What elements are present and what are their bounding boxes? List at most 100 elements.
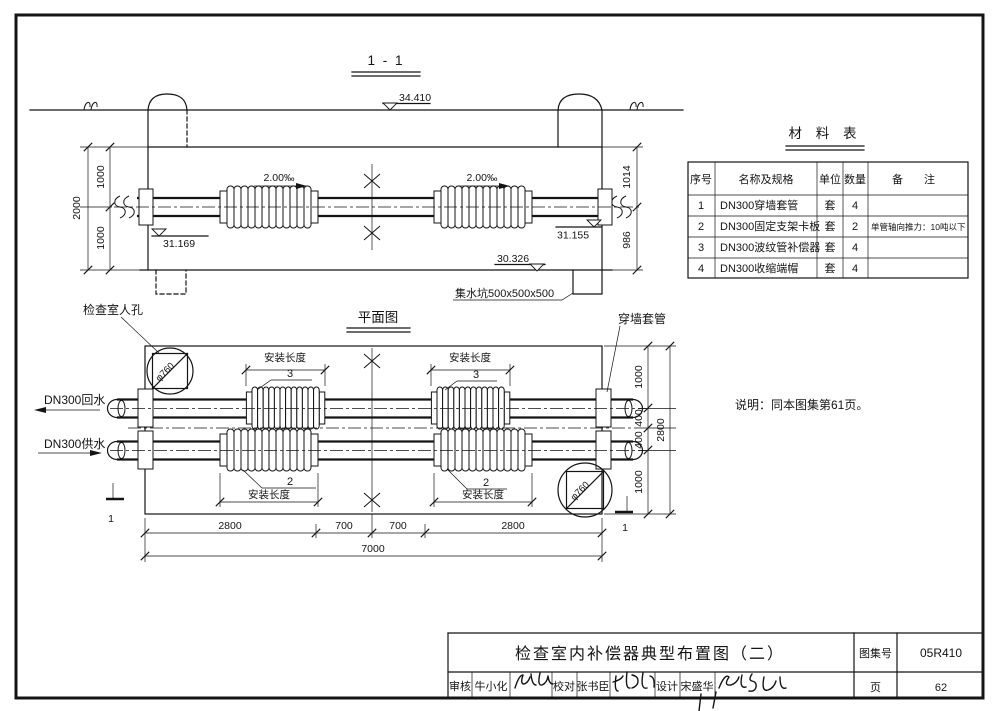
designer-label: 设计 (656, 680, 678, 693)
checker-name: 张书臣 (577, 680, 610, 693)
dim-label: 1014 (621, 165, 633, 189)
dim-label: 986 (621, 231, 633, 249)
sump-label: 集水坑500x500x500 (455, 286, 554, 300)
ground-break-icon (629, 101, 644, 111)
dim-label: 700 (389, 520, 407, 532)
cell-qty: 4 (852, 242, 858, 254)
reviewer-signature (514, 672, 554, 689)
dim-label: 2800 (218, 520, 242, 532)
cell-remark: 单管轴向推力：10吨以下 (871, 222, 966, 232)
plan-view-linework: 平面图 φ760 (106, 310, 646, 518)
bellows-compensator (219, 428, 319, 472)
elevation-floor-label: 30.326 (497, 253, 529, 265)
col-header: 单位 (819, 172, 841, 186)
table-row: 2 DN300固定支架卡板 套 2 单管轴向推力：10吨以下 (698, 219, 966, 233)
install-length-label: 安装长度 (264, 351, 306, 364)
atlas-label: 图集号 (859, 646, 892, 660)
signature-descenders (698, 691, 717, 711)
slope-label: 2.00‰ (467, 172, 498, 184)
cell-no: 1 (698, 200, 704, 212)
slope-label: 2.00‰ (264, 172, 295, 184)
elevation-mark-icon (382, 102, 398, 111)
plan-dimensions: 1000 400 400 1000 2800 2800 700 700 2800… (140, 341, 676, 562)
dim-label: 1000 (95, 226, 107, 250)
page-label: 页 (870, 682, 881, 694)
material-table-title: 材 料 表 (788, 126, 861, 141)
dim-label: 2000 (71, 196, 83, 220)
reviewer-label: 审核 (449, 679, 471, 693)
pipe-supply-label: DN300供水 (44, 437, 105, 451)
install-length-label: 安装长度 (449, 351, 491, 364)
install-length-label: 安装长度 (248, 488, 290, 501)
sump-dashed (155, 269, 187, 295)
bellows-compensator (433, 428, 533, 472)
manhole-dia-label: φ760 (154, 361, 177, 384)
sump-pit (572, 269, 603, 295)
install-length-label: 安装长度 (462, 488, 504, 501)
col-header: 序号 (690, 172, 712, 186)
drawing-title: 检查室内补偿器典型布置图（二） (515, 645, 785, 663)
section-title: 1 - 1 (367, 53, 404, 68)
wall-sleeve (595, 388, 612, 428)
dim-label: 700 (335, 520, 353, 532)
plan-title: 平面图 (358, 310, 399, 325)
dim-label: 7000 (361, 543, 385, 555)
cell-unit: 套 (825, 199, 836, 212)
dim-label: 400 (633, 409, 645, 427)
page-number: 62 (935, 682, 947, 694)
manhole-circle (557, 462, 613, 518)
callout-bellows: 3 (287, 368, 293, 380)
note-text: 说明：同本图集第61页。 (735, 397, 868, 412)
cell-no: 2 (698, 221, 704, 233)
col-header: 备 注 (892, 172, 944, 186)
cell-unit: 套 (825, 220, 836, 233)
section-view-linework: 1 - 1 (29, 53, 684, 295)
cell-name: DN300固定支架卡板 (720, 219, 820, 233)
bellows-compensator (430, 386, 511, 430)
dim-label: 2800 (501, 520, 525, 532)
cell-qty: 4 (852, 263, 858, 275)
callout-clamp: 2 (483, 477, 489, 489)
callout-clamp: 2 (287, 476, 293, 488)
section-mark-label: 1 (622, 522, 628, 534)
cell-qty: 2 (852, 221, 858, 233)
manhole-label: 检查室人孔 (83, 302, 143, 317)
col-header: 名称及规格 (739, 172, 794, 186)
dim-label: 1000 (633, 470, 645, 494)
wall-sleeve (137, 430, 154, 470)
col-header: 数量 (844, 173, 866, 186)
elevation-pipe-right-label: 31.155 (557, 230, 589, 242)
table-row: 3 DN300波纹管补偿器 套 4 (698, 240, 858, 254)
manhole-dia-label: φ760 (569, 480, 592, 503)
cell-name: DN300收缩端帽 (720, 261, 798, 275)
elevation-ground-label: 34.410 (399, 92, 431, 104)
elevation-mark-icon (151, 228, 167, 237)
cell-qty: 4 (852, 200, 858, 212)
cell-unit: 套 (825, 262, 836, 275)
cell-no: 4 (698, 263, 704, 275)
cell-name: DN300波纹管补偿器 (720, 240, 820, 254)
wall-sleeve (595, 430, 612, 470)
dim-label: 400 (633, 431, 645, 449)
cell-name: DN300穿墙套管 (720, 198, 798, 212)
cell-unit: 套 (825, 241, 836, 254)
wall-sleeve (137, 388, 154, 428)
chamber-outline (144, 345, 603, 515)
designer-name: 宋盛华 (681, 679, 714, 693)
dim-label: 1000 (633, 365, 645, 389)
checker-signature (612, 671, 655, 692)
section-annotations: 34.410 2.00‰ 2.00‰ 31.169 31.155 30.326 … (151, 92, 602, 301)
sheet-border (14, 13, 985, 700)
ground-break-icon (83, 101, 98, 111)
checker-label: 校对 (553, 679, 575, 693)
designer-signature (718, 673, 787, 692)
material-table: 材 料 表 序号 名称及规格 单位 数量 备 注 1 DN300穿墙套管 套 4… (687, 126, 969, 279)
section-dimensions: 2000 1000 1000 1014 986 (71, 142, 643, 275)
title-block: 检查室内补偿器典型布置图（二） 图集号 05R410 页 62 审核 牛小化 校… (447, 632, 984, 711)
section-mark-label: 1 (108, 513, 114, 525)
dim-label: 1000 (95, 165, 107, 189)
plan-annotations: 检查室人孔 穿墙套管 DN300回水 DN300供水 安装长度 安装长度 安装长… (34, 302, 666, 534)
manhole-circle (146, 347, 194, 395)
